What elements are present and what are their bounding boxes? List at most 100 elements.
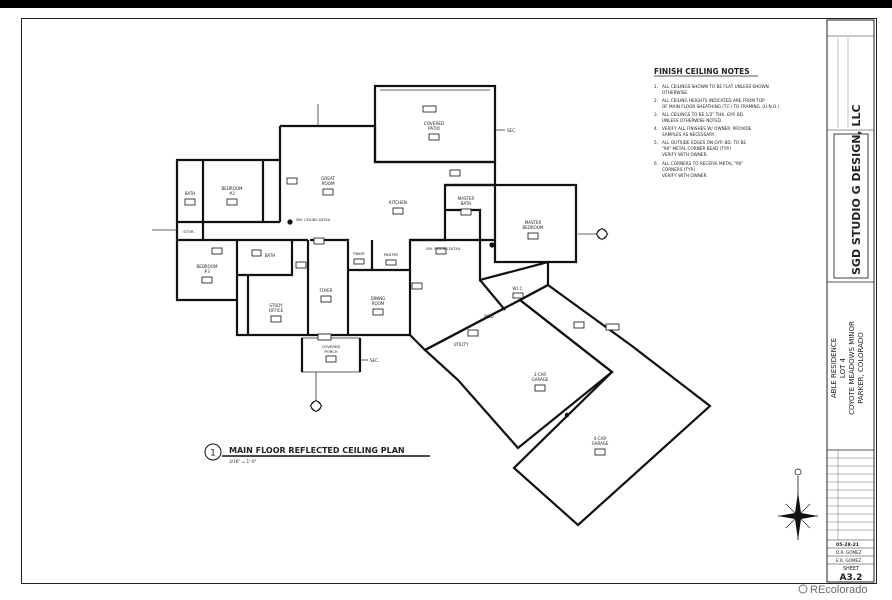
room-covered-porch-line-2: PORCH bbox=[324, 349, 337, 354]
wall-bedroom-2-wing bbox=[175, 158, 280, 224]
room-bedroom-2-line-2: #2 bbox=[229, 191, 235, 196]
room-study-line-2: OFFICE bbox=[269, 308, 284, 313]
room-wic: W.I.C. bbox=[512, 286, 523, 291]
sheet-date: 05-28-21 bbox=[836, 542, 859, 548]
room-labels: COVERED PATIO GREAT ROOM KITCHEN BATH BE… bbox=[183, 121, 609, 456]
room-foyer: FOYER bbox=[320, 288, 333, 293]
plan-title-block: 1 MAIN FLOOR REFLECTED CEILING PLAN 3/16… bbox=[204, 443, 430, 464]
note-6-line-1: ALL CORNERS TO RECEIVE METAL "90" bbox=[662, 161, 743, 166]
room-bedroom-3-line-2: #3 bbox=[204, 269, 210, 274]
ceiling-height-tags bbox=[211, 105, 620, 341]
note-6-line-2: CORNERS (TYP.) bbox=[662, 167, 696, 172]
plan-number: 1 bbox=[210, 449, 216, 459]
sheet-number: A3.2 bbox=[840, 573, 863, 583]
room-3-car-garage-line-2: GARAGE bbox=[532, 377, 549, 382]
room-bath-1: BATH bbox=[185, 191, 196, 196]
note-6-num: 6. bbox=[654, 161, 658, 166]
sim-detail-marker-mid bbox=[489, 242, 495, 248]
room-4-car-garage-line-1: 4-CAR bbox=[594, 436, 607, 441]
plan-scale: 3/16" = 1'-0" bbox=[229, 459, 256, 464]
room-great-room-line-2: ROOM bbox=[321, 181, 335, 186]
note-3-line-1: ALL CEILINGS TO BE 1/2" THK. GYP. BD. bbox=[662, 112, 744, 117]
section-label-patio: SEC. bbox=[507, 128, 516, 133]
room-master-bath-line-1: MASTER bbox=[458, 196, 475, 201]
note-2-num: 2. bbox=[654, 98, 658, 103]
elevation-marker-right bbox=[578, 227, 609, 241]
sim-detail-marker-left bbox=[287, 219, 293, 225]
note-6-line-3: VERIFY WITH OWNER. bbox=[662, 173, 708, 178]
note-4-line-2: SAMPLES AS NECESSARY. bbox=[662, 132, 715, 137]
room-bedroom-2-line-1: BEDROOM bbox=[222, 186, 243, 191]
elevation-marker-bottom bbox=[309, 372, 323, 413]
watermark-text: REcolorado bbox=[810, 584, 867, 596]
wall-bath-2 bbox=[237, 240, 294, 277]
garage-detail-marker bbox=[564, 412, 570, 418]
note-1-num: 1. bbox=[654, 84, 658, 89]
firm-logo: SGD STUDIO G DESIGN, LLC bbox=[833, 104, 869, 279]
sim-detail-label-left: SIM. CEILING DETAIL bbox=[296, 218, 331, 222]
note-3-line-2: UNLESS OTHERWISE NOTED. bbox=[662, 118, 722, 123]
wall-great-room bbox=[280, 124, 497, 337]
wall-master-bedroom bbox=[493, 183, 578, 264]
note-1-line-1: ALL CEILINGS SHOWN TO BE FLAT UNLESS SHO… bbox=[662, 84, 769, 89]
room-bath-2: BATH bbox=[265, 253, 276, 258]
room-pantry: PANTRY bbox=[384, 252, 399, 257]
room-master-bedroom-line-1: MASTER bbox=[525, 220, 542, 225]
note-1-line-2: OTHERWISE. bbox=[662, 90, 688, 95]
note-2-line-1: ALL CEILING HEIGHTS INDICATED ARE FROM T… bbox=[662, 98, 765, 103]
project-line-4: PARKER, COLORADO bbox=[857, 332, 865, 404]
room-master-bedroom-line-2: BEDROOM bbox=[523, 225, 544, 230]
room-covered-porch-line-1: COVERED bbox=[322, 344, 341, 349]
room-dining-line-2: ROOM bbox=[372, 301, 385, 306]
notes-title: FINISH CEILING NOTES bbox=[654, 67, 750, 76]
note-5-line-2: "90" METAL CORNER BEAD (TYP.) bbox=[662, 146, 732, 151]
plan-number-bubble bbox=[204, 443, 222, 461]
section-label-porch: SEC. bbox=[370, 358, 379, 363]
project-line-3: COYOTE MEADOWS MINOR bbox=[848, 321, 856, 415]
drawn-by: D.R. GOMEZ bbox=[836, 550, 862, 555]
project-line-1: ABLE RESIDENCE bbox=[830, 338, 838, 398]
room-dining-line-1: DINING bbox=[371, 296, 386, 301]
note-3-num: 3. bbox=[654, 112, 658, 117]
room-covered-patio-line-1: COVERED bbox=[424, 121, 444, 126]
note-5-line-1: ALL OUTSIDE EDGES ON GYP. BD. TO BE bbox=[662, 140, 746, 145]
sim-detail-label-mid: SIM. CEILING DETAIL bbox=[426, 247, 461, 251]
title-block: SGD STUDIO G DESIGN, LLC ABLE RESIDENCE … bbox=[826, 19, 875, 583]
revision-grid bbox=[827, 450, 874, 540]
project-info: ABLE RESIDENCE LOT 4 COYOTE MEADOWS MINO… bbox=[830, 321, 865, 415]
checked-by: E.R. GOMEZ bbox=[836, 558, 861, 563]
room-covered-patio-line-2: PATIO bbox=[428, 126, 441, 131]
note-4-line-1: VERIFY ALL FINISHES W/ OWNER. PROVIDE bbox=[662, 126, 752, 131]
top-edge-bar bbox=[0, 0, 892, 8]
wall-study bbox=[235, 240, 310, 337]
north-arrow bbox=[778, 468, 818, 540]
note-4-num: 4. bbox=[654, 126, 658, 131]
watermark: REcolorado bbox=[798, 584, 867, 596]
section-markers: SIM. CEILING DETAIL SIM. CEILING DETAIL … bbox=[287, 128, 609, 418]
room-master-bath-line-2: BATH bbox=[461, 201, 472, 206]
floor-plan-walls bbox=[152, 84, 712, 527]
sheet-label: SHEET bbox=[843, 566, 860, 572]
room-4-car-garage-line-2: GARAGE bbox=[592, 441, 609, 446]
finish-ceiling-notes: FINISH CEILING NOTES 1. ALL CEILINGS SHO… bbox=[654, 67, 779, 178]
sheet-border bbox=[21, 18, 877, 584]
note-5-num: 5. bbox=[654, 140, 658, 145]
room-stor: STOR. bbox=[183, 229, 194, 234]
room-3-car-garage-line-1: 3-CAR bbox=[534, 372, 547, 377]
wall-4-car-garage bbox=[512, 283, 712, 527]
note-2-line-2: OF MAIN FLOOR SHEATHING (T.F.) TO FRAMIN… bbox=[662, 104, 779, 109]
room-mud: MUD bbox=[484, 314, 493, 319]
wall-3-car-garage bbox=[423, 298, 614, 450]
room-great-room-line-1: GREAT bbox=[321, 176, 335, 181]
wall-bedroom-3 bbox=[175, 222, 237, 302]
room-utility: UTILITY bbox=[454, 342, 469, 347]
room-bedroom-3-line-1: BEDROOM bbox=[197, 264, 218, 269]
project-line-2: LOT 4 bbox=[839, 357, 847, 378]
room-kitchen: KITCHEN bbox=[389, 200, 407, 205]
room-study-line-1: STUDY bbox=[269, 303, 283, 308]
wall-master-bath bbox=[445, 183, 497, 242]
note-5-line-3: VERIFY WITH OWNER. bbox=[662, 152, 708, 157]
room-pwdr: PWDR bbox=[353, 251, 365, 256]
